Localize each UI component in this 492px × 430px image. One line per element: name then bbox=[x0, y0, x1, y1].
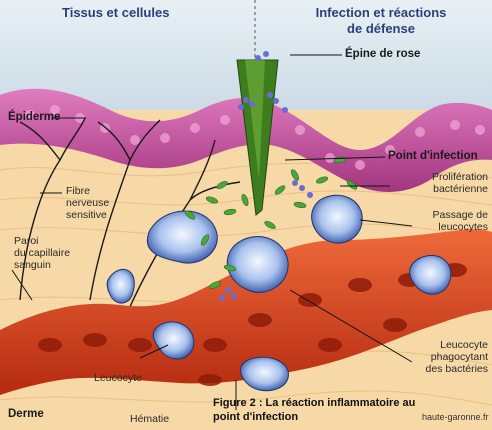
label-epine: Épine de rose bbox=[345, 48, 420, 60]
caption-line1: Figure 2 : La réaction inflammatoire au bbox=[213, 397, 441, 411]
label-epiderme: Épiderme bbox=[8, 111, 60, 123]
label-passage-line1: Passage de bbox=[396, 210, 488, 221]
credit-text: haute-garonne.fr bbox=[422, 412, 489, 422]
label-derme: Derme bbox=[8, 408, 44, 420]
label-paroi-line2: du capillaire bbox=[14, 248, 70, 259]
right-title-line2: de défense bbox=[296, 22, 466, 36]
label-proliferation-line2: bactérienne bbox=[392, 184, 488, 195]
left-title: Tissus et cellules bbox=[62, 6, 169, 20]
label-hematie: Hématie bbox=[130, 414, 169, 425]
label-fibre-line3: sensitive bbox=[66, 210, 107, 221]
label-fibre-line1: Fibre bbox=[66, 186, 90, 197]
label-leuco-phago-line2: phagocytant bbox=[396, 352, 488, 363]
label-leucocyte: Leucocyte bbox=[94, 373, 142, 384]
label-leuco-phago-line3: des bactéries bbox=[396, 364, 488, 375]
label-paroi-line1: Paroi bbox=[14, 236, 39, 247]
caption-line2: point d'infection bbox=[213, 411, 441, 425]
figure-caption: Figure 2 : La réaction inflammatoire au … bbox=[213, 397, 441, 425]
label-passage-line2: leucocytes bbox=[396, 222, 488, 233]
label-paroi-line3: sanguin bbox=[14, 260, 51, 271]
label-point-infection: Point d'infection bbox=[388, 150, 478, 162]
label-leuco-phago-line1: Leucocyte bbox=[396, 340, 488, 351]
label-proliferation-line1: Prolifération bbox=[392, 172, 488, 183]
label-fibre-line2: nerveuse bbox=[66, 198, 109, 209]
right-title-line1: Infection et réactions bbox=[296, 6, 466, 20]
